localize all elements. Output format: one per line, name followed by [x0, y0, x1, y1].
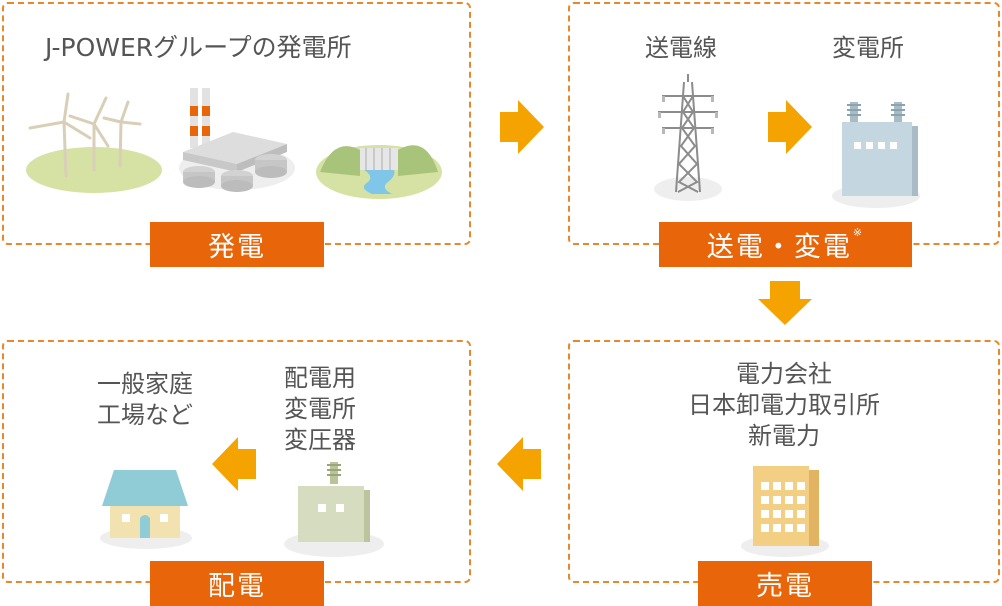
thermal-power-plant-icon	[179, 88, 295, 192]
transmission-line-label: 送電線	[645, 34, 717, 62]
arrow-down-icon	[758, 281, 812, 325]
sales-buyer-line-3: 新電力	[748, 422, 820, 450]
sales-buyer-line-1: 電力会社	[736, 360, 832, 388]
consumer-line-1: 一般家庭	[97, 370, 193, 398]
consumer-line-2: 工場など	[97, 401, 193, 429]
house-icon	[100, 470, 192, 549]
office-building-icon	[741, 466, 829, 557]
sales-buyer-line-2: 日本卸電力取引所	[688, 391, 880, 419]
transformer-line-2: 変電所	[284, 395, 356, 423]
generation-title: J-POWERグループの発電所	[45, 33, 352, 62]
substation-icon	[832, 102, 920, 208]
transmission-badge-label: 送電・変電	[706, 232, 852, 263]
transmission-badge-note-mark: ※	[852, 226, 865, 239]
arrow-right-icon	[500, 100, 544, 154]
arrow-left-icon	[497, 437, 541, 491]
hydro-dam-icon	[316, 145, 442, 199]
arrow-left-icon	[212, 437, 256, 491]
distribution-badge: 配電	[150, 561, 324, 606]
transmission-tower-icon	[654, 74, 722, 201]
transformer-line-3: 変圧器	[284, 426, 356, 454]
generation-panel	[2, 2, 471, 245]
transformer-line-1: 配電用	[284, 364, 356, 392]
sales-badge: 売電	[698, 561, 872, 606]
wind-turbines-icon	[26, 92, 162, 193]
transmission-badge: 送電・変電※	[659, 222, 912, 267]
generation-badge: 発電	[150, 222, 324, 267]
substation-label: 変電所	[832, 34, 904, 62]
distribution-transformer-icon	[284, 462, 384, 557]
arrow-right-icon	[768, 100, 812, 154]
